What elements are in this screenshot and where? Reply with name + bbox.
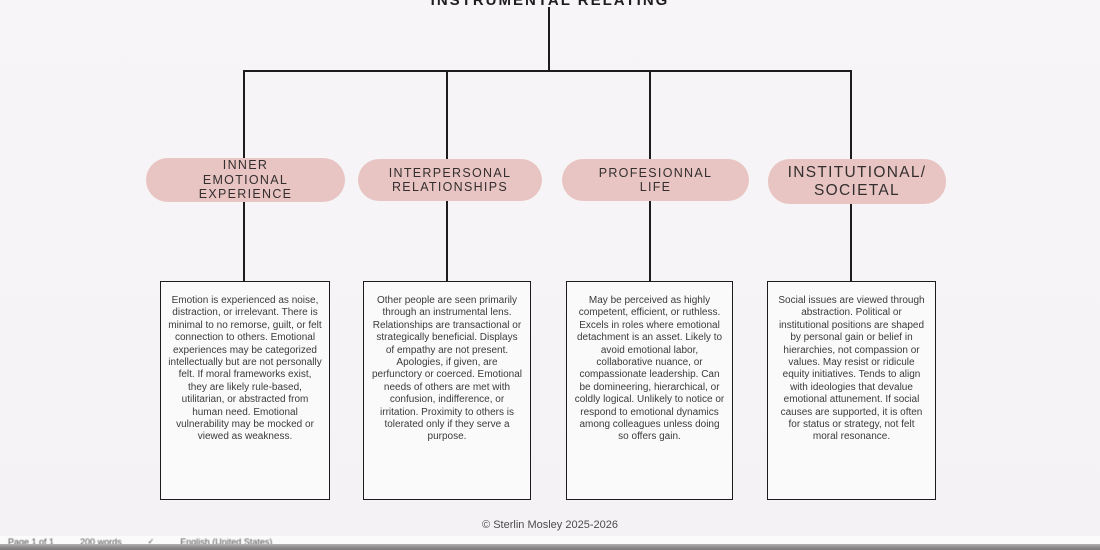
branch-pill-institutional: INSTITUTIONAL/ SOCIETAL <box>768 159 946 204</box>
branch-pill-label: INNER EMOTIONAL EXPERIENCE <box>198 158 293 202</box>
proofing-status-icon[interactable]: ✓ <box>147 537 155 544</box>
branch-description: Other people are seen primarily through … <box>371 295 523 443</box>
branch-pill-label: INTERPERSONAL RELATIONSHIPS <box>388 165 512 194</box>
status-bar-items: Page 1 of 1 200 words ✓ English (United … <box>8 537 272 544</box>
branch-description: Emotion is experienced as noise, distrac… <box>168 295 322 443</box>
language-status[interactable]: English (United States) <box>180 537 273 544</box>
branch-box-institutional: Social issues are viewed through abstrac… <box>767 281 936 500</box>
branch-box-professional: May be perceived as highly competent, ef… <box>566 281 733 500</box>
connector-crossbar-line <box>244 70 852 72</box>
branch-pill-professional: PROFESIONNAL LIFE <box>562 159 749 201</box>
branch-pill-label: PROFESIONNAL LIFE <box>598 165 713 194</box>
word-count-status[interactable]: 200 words <box>80 537 122 544</box>
connector-trunk-line <box>548 7 550 71</box>
page-number-status[interactable]: Page 1 of 1 <box>8 537 55 544</box>
window-edge-bar <box>0 544 1100 550</box>
branch-box-inner-emotional: Emotion is experienced as noise, distrac… <box>160 281 330 500</box>
branch-description: May be perceived as highly competent, ef… <box>574 295 725 443</box>
diagram-title: INSTRUMENTAL RELATING <box>430 0 670 9</box>
branch-pill-inner-emotional: INNER EMOTIONAL EXPERIENCE <box>146 158 345 202</box>
branch-pill-label: INSTITUTIONAL/ SOCIETAL <box>787 163 927 199</box>
branch-pill-interpersonal: INTERPERSONAL RELATIONSHIPS <box>358 159 542 201</box>
branch-description: Social issues are viewed through abstrac… <box>778 295 925 443</box>
branch-box-interpersonal: Other people are seen primarily through … <box>363 281 531 500</box>
copyright-text: © Sterlin Mosley 2025-2026 <box>482 519 618 531</box>
status-bar: Page 1 of 1 200 words ✓ English (United … <box>0 536 1100 544</box>
